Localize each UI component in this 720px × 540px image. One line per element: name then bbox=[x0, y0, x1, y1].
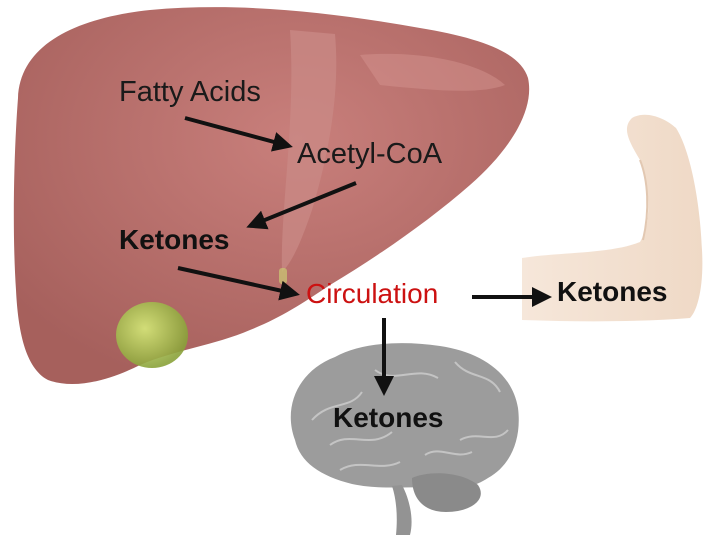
acetyl-coa-label: Acetyl-CoA bbox=[297, 138, 443, 170]
liver-highlight bbox=[360, 53, 505, 91]
ketones-muscle-label: Ketones bbox=[557, 276, 668, 307]
gallbladder-image bbox=[116, 302, 188, 368]
liver-image bbox=[13, 7, 530, 385]
brain-cerebrum bbox=[290, 343, 519, 490]
circulation-label: Circulation bbox=[306, 278, 439, 309]
liver-band bbox=[281, 30, 337, 272]
ketones-brain-label: Ketones bbox=[333, 402, 444, 433]
arrow-fatty-to-acetyl bbox=[184, 116, 293, 152]
brain-cerebellum bbox=[412, 473, 481, 512]
arrow-ketones-to-circulation bbox=[177, 266, 300, 301]
ketones-liver-label: Ketones bbox=[119, 224, 230, 255]
brain-stem bbox=[392, 485, 412, 535]
arm-crease bbox=[639, 159, 649, 241]
liver-shape bbox=[13, 7, 530, 385]
arm-image bbox=[522, 114, 703, 322]
bile-duct bbox=[279, 268, 287, 284]
brain-image bbox=[290, 343, 519, 535]
arm-shape bbox=[522, 114, 703, 322]
brain-folds bbox=[311, 361, 509, 471]
fatty-acids-label: Fatty Acids bbox=[119, 76, 261, 108]
arrow-acetyl-to-ketones bbox=[246, 181, 357, 230]
